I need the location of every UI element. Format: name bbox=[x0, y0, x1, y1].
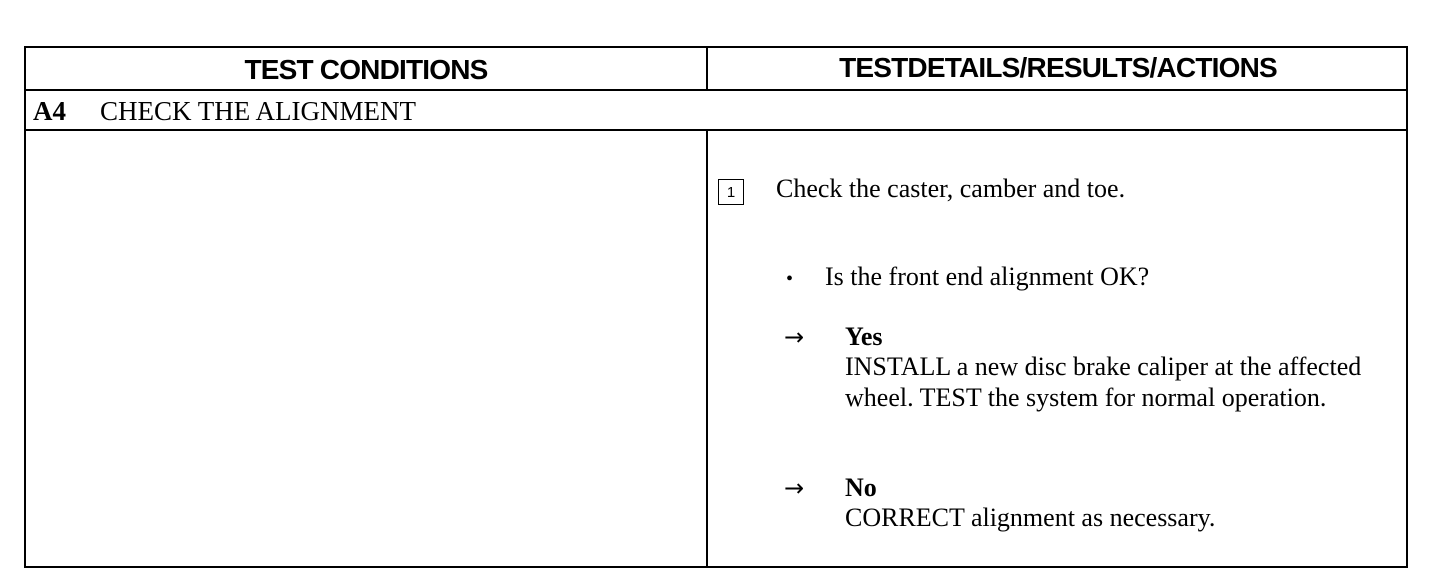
bullet-icon: • bbox=[786, 268, 794, 290]
question-text: Is the front end alignment OK? bbox=[825, 262, 1150, 291]
section-code: A4 bbox=[33, 96, 66, 126]
header-test-details: TESTDETAILS/RESULTS/ACTIONS bbox=[839, 52, 1278, 83]
answer-action-text: CORRECT alignment as necessary. bbox=[845, 503, 1216, 532]
test-details-cell: 1 Check the caster, camber and toe. • Is… bbox=[708, 131, 1408, 568]
answer-action-text: INSTALL a new disc brake caliper at the … bbox=[845, 352, 1362, 412]
right-arrow-icon: → bbox=[784, 323, 805, 351]
answer-label: Yes bbox=[845, 322, 883, 351]
step-number-box: 1 bbox=[718, 179, 744, 205]
section-title: CHECK THE ALIGNMENT bbox=[100, 96, 416, 126]
step-instruction: Check the caster, camber and toe. bbox=[776, 174, 1126, 203]
answer-label: No bbox=[845, 473, 877, 502]
section-heading-row: A4 CHECK THE ALIGNMENT bbox=[26, 91, 1406, 131]
test-procedure-table: TEST CONDITIONS TESTDETAILS/RESULTS/ACTI… bbox=[24, 46, 1408, 568]
table-header-row: TEST CONDITIONS TESTDETAILS/RESULTS/ACTI… bbox=[26, 48, 1406, 91]
test-conditions-cell bbox=[26, 131, 708, 568]
header-test-conditions: TEST CONDITIONS bbox=[26, 48, 708, 89]
right-arrow-icon: → bbox=[784, 474, 805, 502]
